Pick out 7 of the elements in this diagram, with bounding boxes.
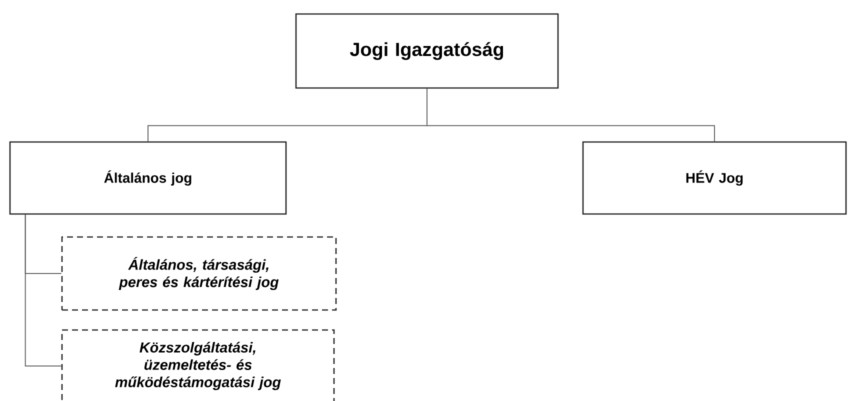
department-box: Jogi Igazgatóság xyxy=(295,13,559,89)
department-box: HÉV Jog xyxy=(582,141,847,215)
connector xyxy=(426,88,715,142)
department-box: Általános jog xyxy=(9,141,287,215)
sub-unit-box: Közszolgáltatási, üzemeltetés- és működéstámogatási jog xyxy=(61,329,335,401)
connector xyxy=(24,214,62,366)
sub-unit-box: Általános, társasági, peres és kártérítési jog xyxy=(61,236,337,311)
